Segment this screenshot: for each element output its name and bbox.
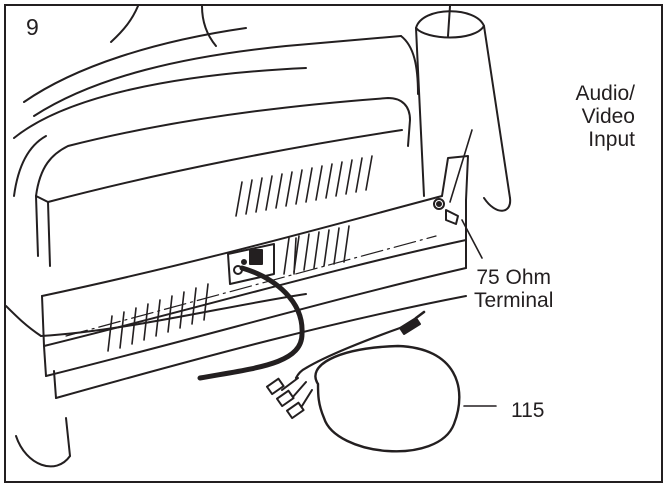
right-upright: [415, 6, 512, 212]
audio-video-input-line-3: Input: [588, 128, 635, 151]
console-housing: [6, 6, 419, 337]
assembly-illustration: [6, 6, 512, 468]
left-leg: [15, 417, 71, 468]
audio-video-input-line-1: Audio/: [575, 82, 635, 105]
ohm-terminal-line-1: 75 Ohm: [476, 266, 552, 289]
cable-assembly-115: [265, 310, 497, 453]
audio-video-input-line-2: Video: [581, 105, 635, 128]
base-rail: [41, 155, 469, 399]
av-input-jack: [433, 129, 483, 259]
console-cable: [197, 265, 305, 381]
step-number: 9: [26, 14, 39, 40]
figure-frame: 9 Audio/ Video Input 75 Ohm Terminal 115: [4, 4, 663, 483]
ohm-terminal-line-2: Terminal: [474, 289, 554, 312]
ohm-terminal-label: 75 Ohm Terminal: [474, 266, 554, 312]
part-number-label: 115: [511, 399, 545, 422]
vent-slots: [107, 155, 373, 352]
input-port-panel: [227, 243, 275, 285]
display-screen: [35, 97, 411, 267]
audio-video-input-label: Audio/ Video Input: [575, 82, 635, 151]
